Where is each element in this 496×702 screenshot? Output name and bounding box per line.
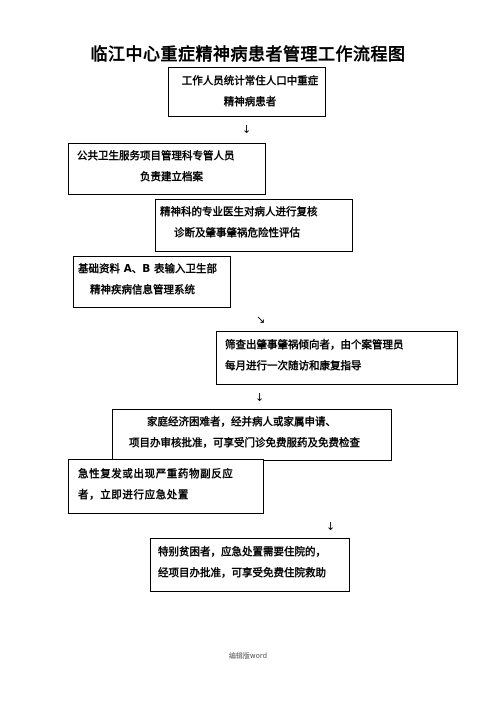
flow-step-6: 家庭经济困难者，经并病人或家属申请、 项目办审核批准，可享受门诊免费服药及免费检… [112, 409, 392, 461]
arrow-down-2: ↓ [255, 391, 265, 404]
flow-step-5: 筛查出肇事肇祸倾向者，由个案管理员 每月进行一次随访和康复指导 [216, 331, 458, 385]
page-title: 临江中心重症精神病患者管理工作流程图 [90, 45, 406, 65]
flow-step-5-line1: 筛查出肇事肇祸倾向者，由个案管理员 [225, 339, 404, 351]
flow-step-3-line1: 精神科的专业医生对病人进行复核 [160, 206, 318, 218]
flow-step-4: 基础资料 A、B 表输入卫生部 精神疾病信息管理系统 [73, 256, 231, 308]
footer-note: 编辑版word [228, 652, 268, 660]
flow-step-7-line1: 急性复发或出现严重药物副反应 [78, 468, 234, 480]
flow-step-5-line2: 每月进行一次随访和康复指导 [225, 360, 362, 372]
flow-step-1-line1: 工作人员统计常住人口中重症 [181, 75, 319, 87]
flow-step-8-line1: 特别贫困者，应急处置需要住院的， [158, 546, 326, 558]
flow-step-2-line2: 负责建立档案 [140, 171, 203, 183]
flow-step-4-line1: 基础资料 A、B 表输入卫生部 [78, 263, 217, 275]
flow-step-7-line2: 者，立即进行应急处置 [78, 489, 189, 501]
flow-step-3-line2: 诊断及肇事肇祸危险性评估 [174, 227, 300, 239]
flow-step-6-line2: 项目办审核批准，可享受门诊免费服药及免费检查 [129, 437, 360, 449]
arrow-down-3: ↓ [326, 520, 336, 533]
arrow-down-1: ↓ [242, 123, 252, 136]
flow-step-8-line2: 经项目办批准，可享受免费住院救助 [158, 567, 326, 579]
flow-step-2-line1: 公共卫生服务项目管理科专管人员 [77, 150, 235, 162]
flow-step-8: 特别贫困者，应急处置需要住院的， 经项目办批准，可享受免费住院救助 [150, 538, 350, 592]
flow-step-2: 公共卫生服务项目管理科专管人员 负责建立档案 [68, 143, 266, 195]
flow-step-1-line2: 精神病患者 [223, 96, 277, 108]
flow-step-4-line2: 精神疾病信息管理系统 [90, 284, 195, 296]
flow-step-7: 急性复发或出现严重药物副反应 者，立即进行应急处置 [68, 459, 264, 514]
arrow-diagonal: ↘ [256, 313, 266, 326]
flow-step-6-line1: 家庭经济困难者，经并病人或家属申请、 [147, 416, 336, 428]
flow-step-3: 精神科的专业医生对病人进行复核 诊断及肇事肇祸危险性评估 [155, 199, 353, 252]
flow-step-1: 工作人员统计常住人口中重症 精神病患者 [168, 67, 326, 117]
